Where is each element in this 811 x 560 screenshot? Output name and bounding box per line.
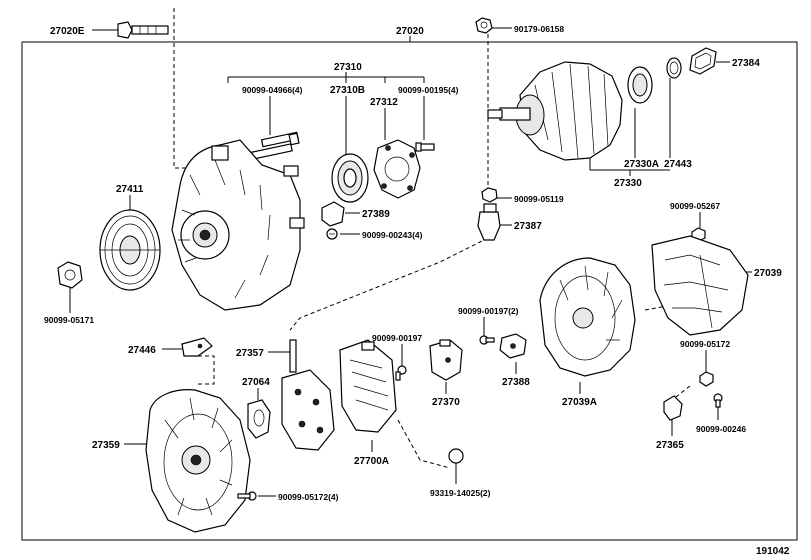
label-27389: 27389 xyxy=(362,209,390,220)
assembly-frame xyxy=(21,41,798,541)
rectifier-holder xyxy=(281,339,335,451)
drive-end-frame xyxy=(171,139,305,311)
label-90099-05171: 90099-05171 xyxy=(44,315,94,325)
label-27039A: 27039A xyxy=(562,397,597,408)
pulley xyxy=(99,209,161,291)
retainer-screws xyxy=(415,142,435,152)
stud-bolts xyxy=(250,131,300,160)
insulator-27064 xyxy=(247,399,271,439)
bracket-27446 xyxy=(181,337,213,357)
label-27443: 27443 xyxy=(664,159,692,170)
label-90099-00243: 90099-00243(4) xyxy=(362,230,423,240)
terminal-insulator xyxy=(477,203,501,241)
rectifier-end-frame xyxy=(539,257,636,377)
rotor-assembly xyxy=(487,61,623,161)
label-90099-00246: 90099-00246 xyxy=(696,424,746,434)
label-27384: 27384 xyxy=(732,58,760,69)
label-27312: 27312 xyxy=(370,97,398,108)
front-bearing xyxy=(331,153,369,203)
label-27330: 27330 xyxy=(614,178,642,189)
label-90099-05172-4: 90099-05172(4) xyxy=(278,492,339,502)
label-93319-14025: 93319-14025(2) xyxy=(430,488,491,498)
brush-holder xyxy=(429,339,463,381)
nut-top xyxy=(475,17,493,34)
label-27411: 27411 xyxy=(116,184,144,195)
part-labels: 27020E 27020 90179-06158 27310 90099-049… xyxy=(44,24,790,557)
screw-05172-set xyxy=(237,491,257,501)
label-90179-06158: 90179-06158 xyxy=(514,24,564,34)
label-27020E: 27020E xyxy=(50,26,85,37)
nut-05172 xyxy=(699,371,714,387)
rear-end-cover xyxy=(651,235,749,336)
label-90099-05267: 90099-05267 xyxy=(670,201,720,211)
label-27388: 27388 xyxy=(502,377,530,388)
terminal-27388 xyxy=(499,333,527,359)
label-27064: 27064 xyxy=(242,377,270,388)
voltage-regulator xyxy=(339,339,397,433)
label-90099-00197-2: 90099-00197(2) xyxy=(458,306,519,316)
pulley-nut xyxy=(57,261,83,289)
label-27387: 27387 xyxy=(514,221,542,232)
terminal-bushing xyxy=(321,201,345,227)
terminal-nut xyxy=(481,187,498,203)
label-27700A: 27700A xyxy=(354,456,389,467)
through-bolt xyxy=(117,21,169,39)
label-90099-00195: 90099-00195(4) xyxy=(398,85,459,95)
label-27359: 27359 xyxy=(92,440,120,451)
label-27357: 27357 xyxy=(236,348,264,359)
label-191042: 191042 xyxy=(756,546,790,557)
label-90099-05172: 90099-05172 xyxy=(680,339,730,349)
small-screw-00243 xyxy=(326,228,338,240)
rear-end-frame xyxy=(145,389,251,533)
retainer-clip xyxy=(689,47,717,75)
bushing-27365 xyxy=(663,395,683,421)
label-27365: 27365 xyxy=(656,440,684,451)
label-90099-04966: 90099-04966(4) xyxy=(242,85,303,95)
bearing-retainer xyxy=(373,139,421,199)
rear-bearing xyxy=(627,66,653,104)
stud-93319 xyxy=(448,448,464,464)
bearing-cover-ring xyxy=(666,57,682,79)
label-90099-05119: 90099-05119 xyxy=(514,194,564,204)
leader-lines xyxy=(69,27,752,497)
screw-00246 xyxy=(713,393,723,408)
screw-00197 xyxy=(395,365,407,381)
screw-00197-pair xyxy=(479,335,495,345)
label-27020: 27020 xyxy=(396,26,424,37)
label-90099-00197: 90099-00197 xyxy=(372,333,422,343)
label-27310: 27310 xyxy=(334,62,362,73)
label-27310B: 27310B xyxy=(330,85,365,96)
label-27330A: 27330A xyxy=(624,159,659,170)
label-27370: 27370 xyxy=(432,397,460,408)
label-27446: 27446 xyxy=(128,345,156,356)
label-27039: 27039 xyxy=(754,268,782,279)
